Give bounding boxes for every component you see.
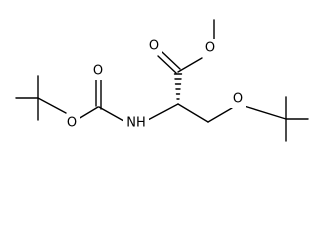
atom-carbamate-ester-oxygen: O <box>64 114 80 132</box>
methyl-ester-group <box>157 19 215 74</box>
label-o-carbamate-carbonyl: O <box>93 64 103 79</box>
bond-carbamate-c-n <box>98 106 125 122</box>
bond-ester-c-o-double-b <box>161 51 181 70</box>
structural-formula: O O O O NH O <box>15 19 309 142</box>
bond-beta-c-o-ether <box>207 107 233 123</box>
label-o-carbamate-ester: O <box>67 116 77 131</box>
bond-o-carbamate-c <box>77 106 99 120</box>
atom-ester-carbonyl-oxygen: O <box>146 37 162 55</box>
boc-tert-butyl-group <box>15 75 67 121</box>
bond-alpha-c-beta-c <box>177 103 209 123</box>
stereo-hashed-wedge <box>173 73 183 100</box>
label-o-ester-carbonyl: O <box>149 39 159 54</box>
atom-ether-oxygen: O <box>230 90 246 108</box>
tert-butyl-ether-group <box>243 96 309 142</box>
label-o-ester-methoxy: O <box>205 41 215 56</box>
label-o-ether: O <box>233 92 243 107</box>
bond-ester-c-o-double-a <box>157 55 177 74</box>
bond-o-ether-quaternary-c <box>243 105 287 120</box>
bond-n-alpha-c <box>145 103 179 122</box>
carbamate-group <box>77 79 125 122</box>
atom-amide-nitrogen: NH <box>123 114 149 132</box>
label-nh-amide: NH <box>126 116 146 131</box>
bond-ester-c-o-single <box>177 57 203 73</box>
serine-backbone <box>145 103 233 123</box>
bond-boc-quaternary-c-o <box>37 97 67 114</box>
atom-ester-methoxy-oxygen: O <box>202 39 218 57</box>
atom-carbamate-carbonyl-oxygen: O <box>90 62 106 80</box>
